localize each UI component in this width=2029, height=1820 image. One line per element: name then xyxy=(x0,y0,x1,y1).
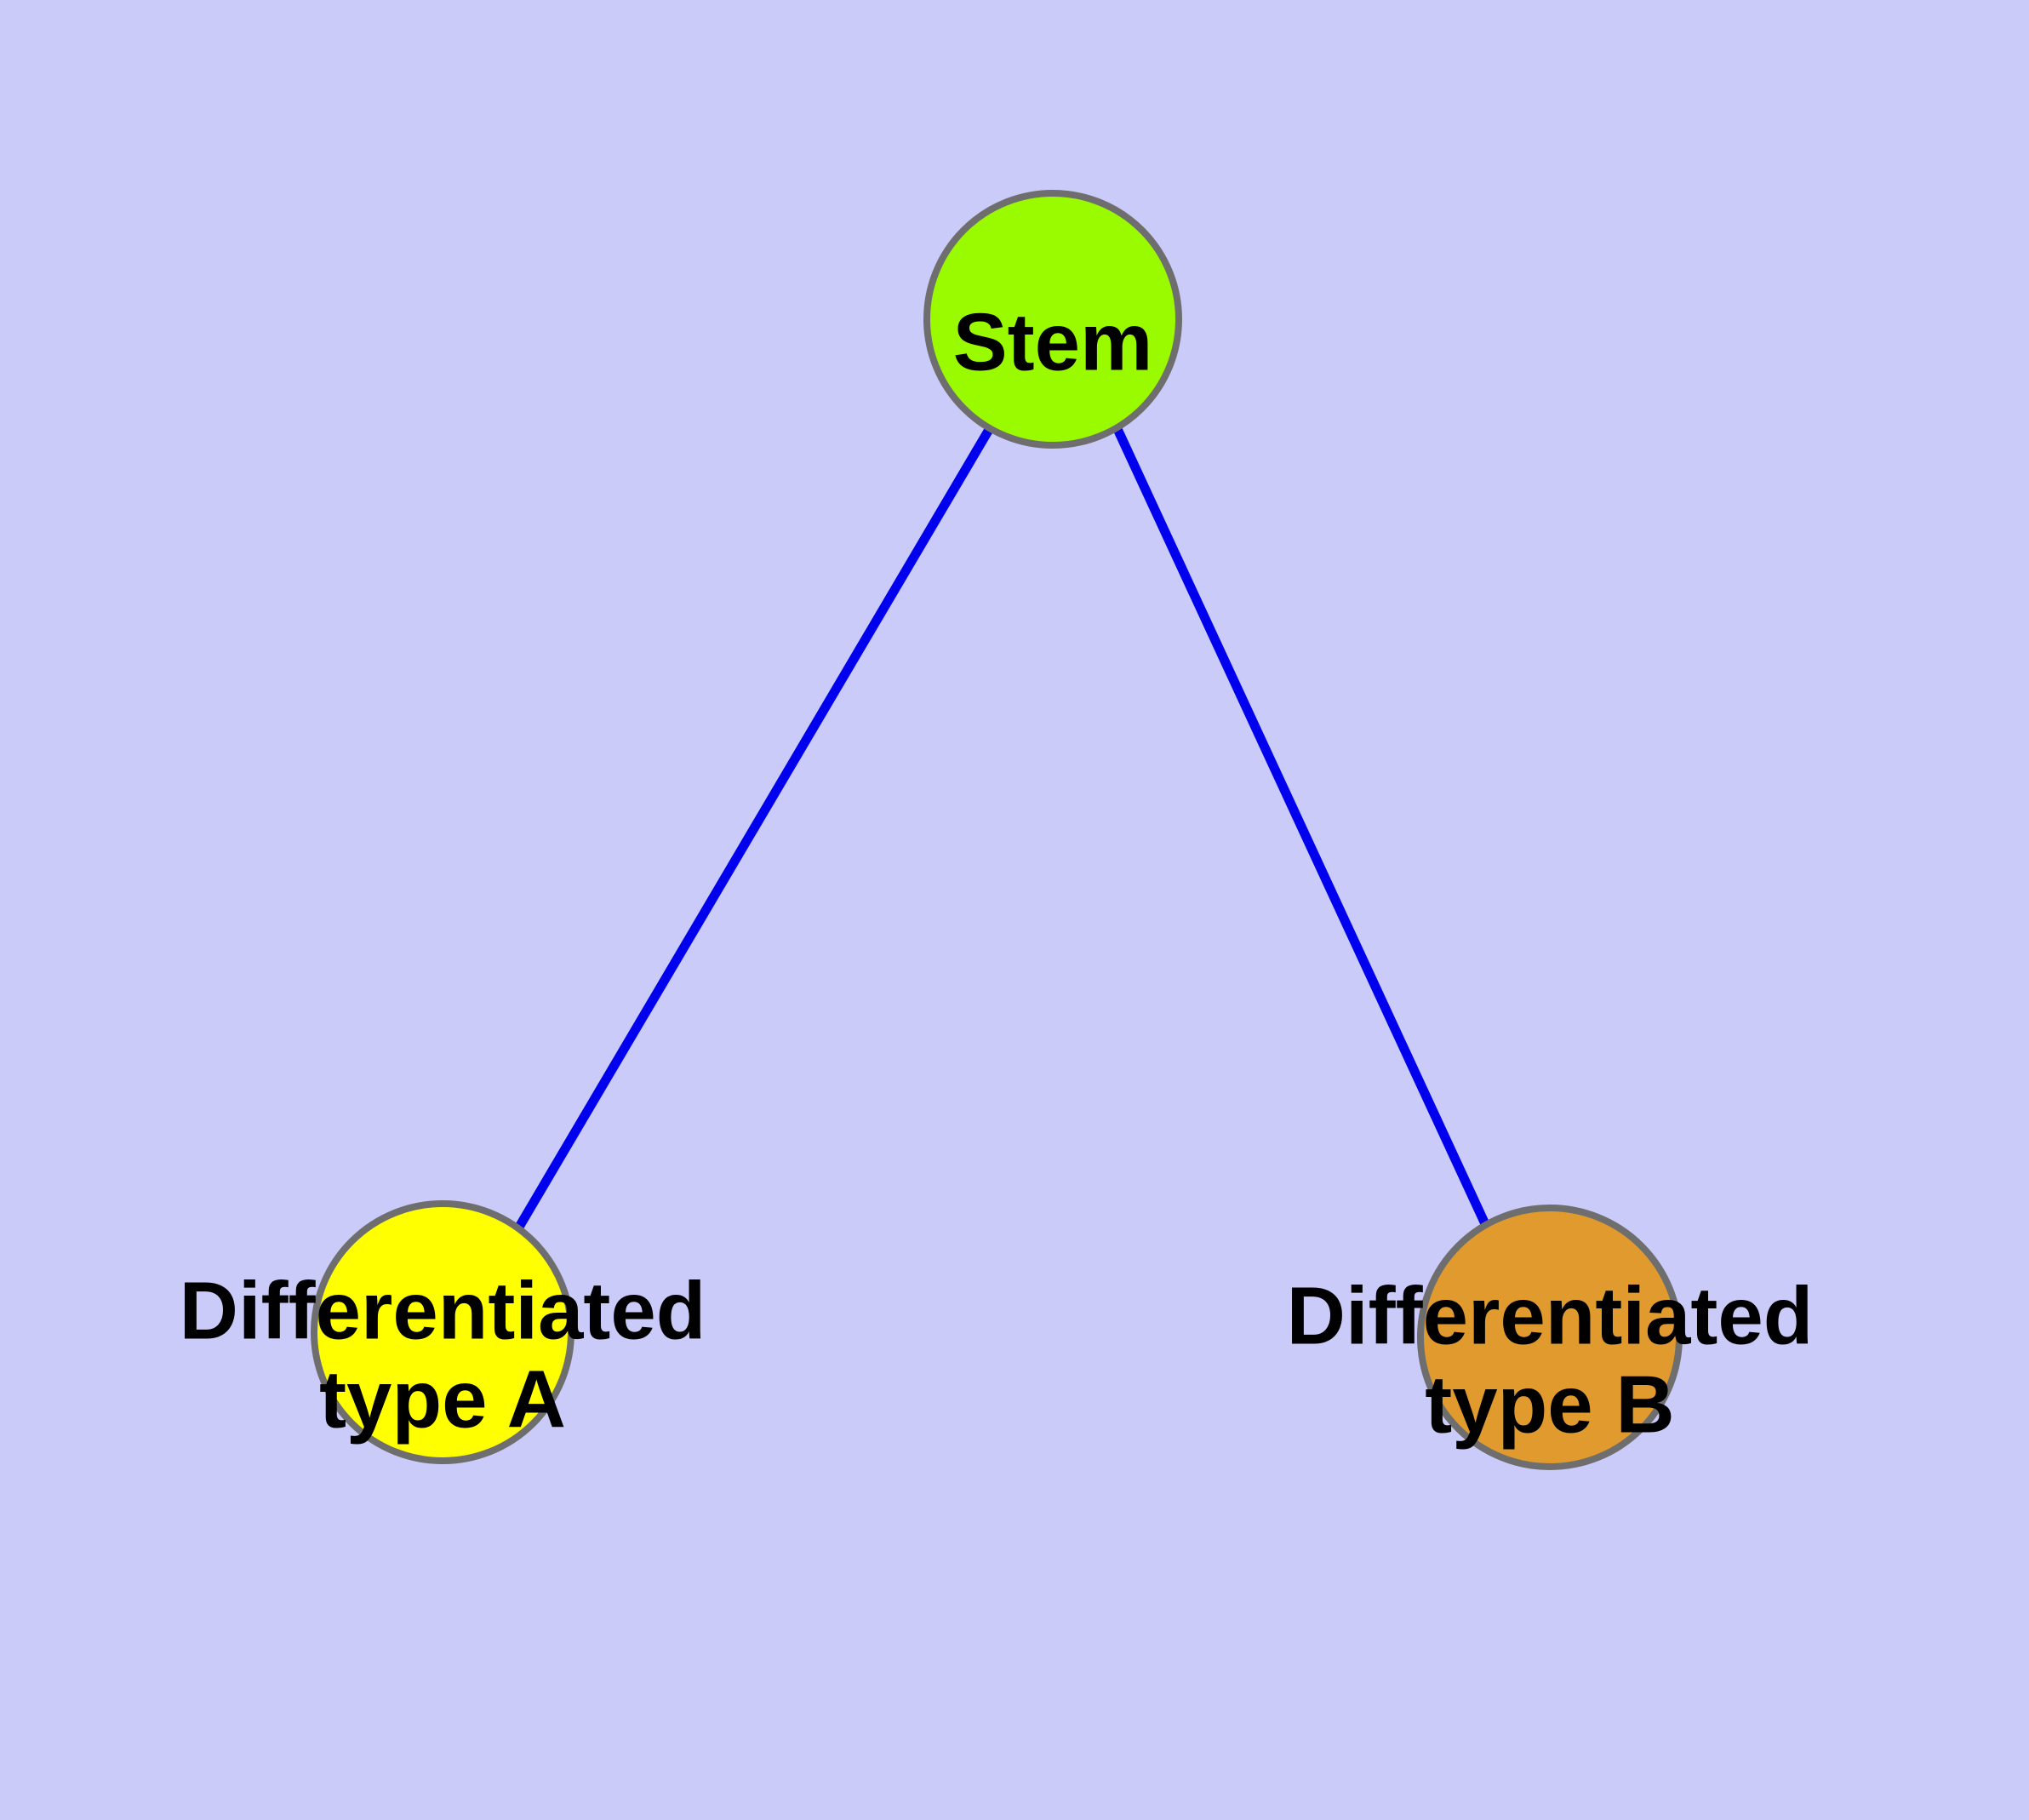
node-layer xyxy=(311,190,1683,1470)
node-differentiated-type-b-circle[interactable] xyxy=(1417,1205,1683,1470)
edge-stem-to-diff-b[interactable] xyxy=(1113,426,1490,1228)
edge-layer xyxy=(514,426,1490,1231)
node-stem-circle[interactable] xyxy=(923,190,1182,449)
node-stem-label: Stem xyxy=(953,297,1153,388)
node-stem[interactable] xyxy=(923,190,1182,449)
edge-stem-to-diff-a[interactable] xyxy=(514,426,994,1231)
node-differentiated-type-a-circle[interactable] xyxy=(311,1200,574,1464)
node-differentiated-type-b[interactable] xyxy=(1417,1205,1683,1470)
node-differentiated-type-a[interactable] xyxy=(311,1200,574,1464)
